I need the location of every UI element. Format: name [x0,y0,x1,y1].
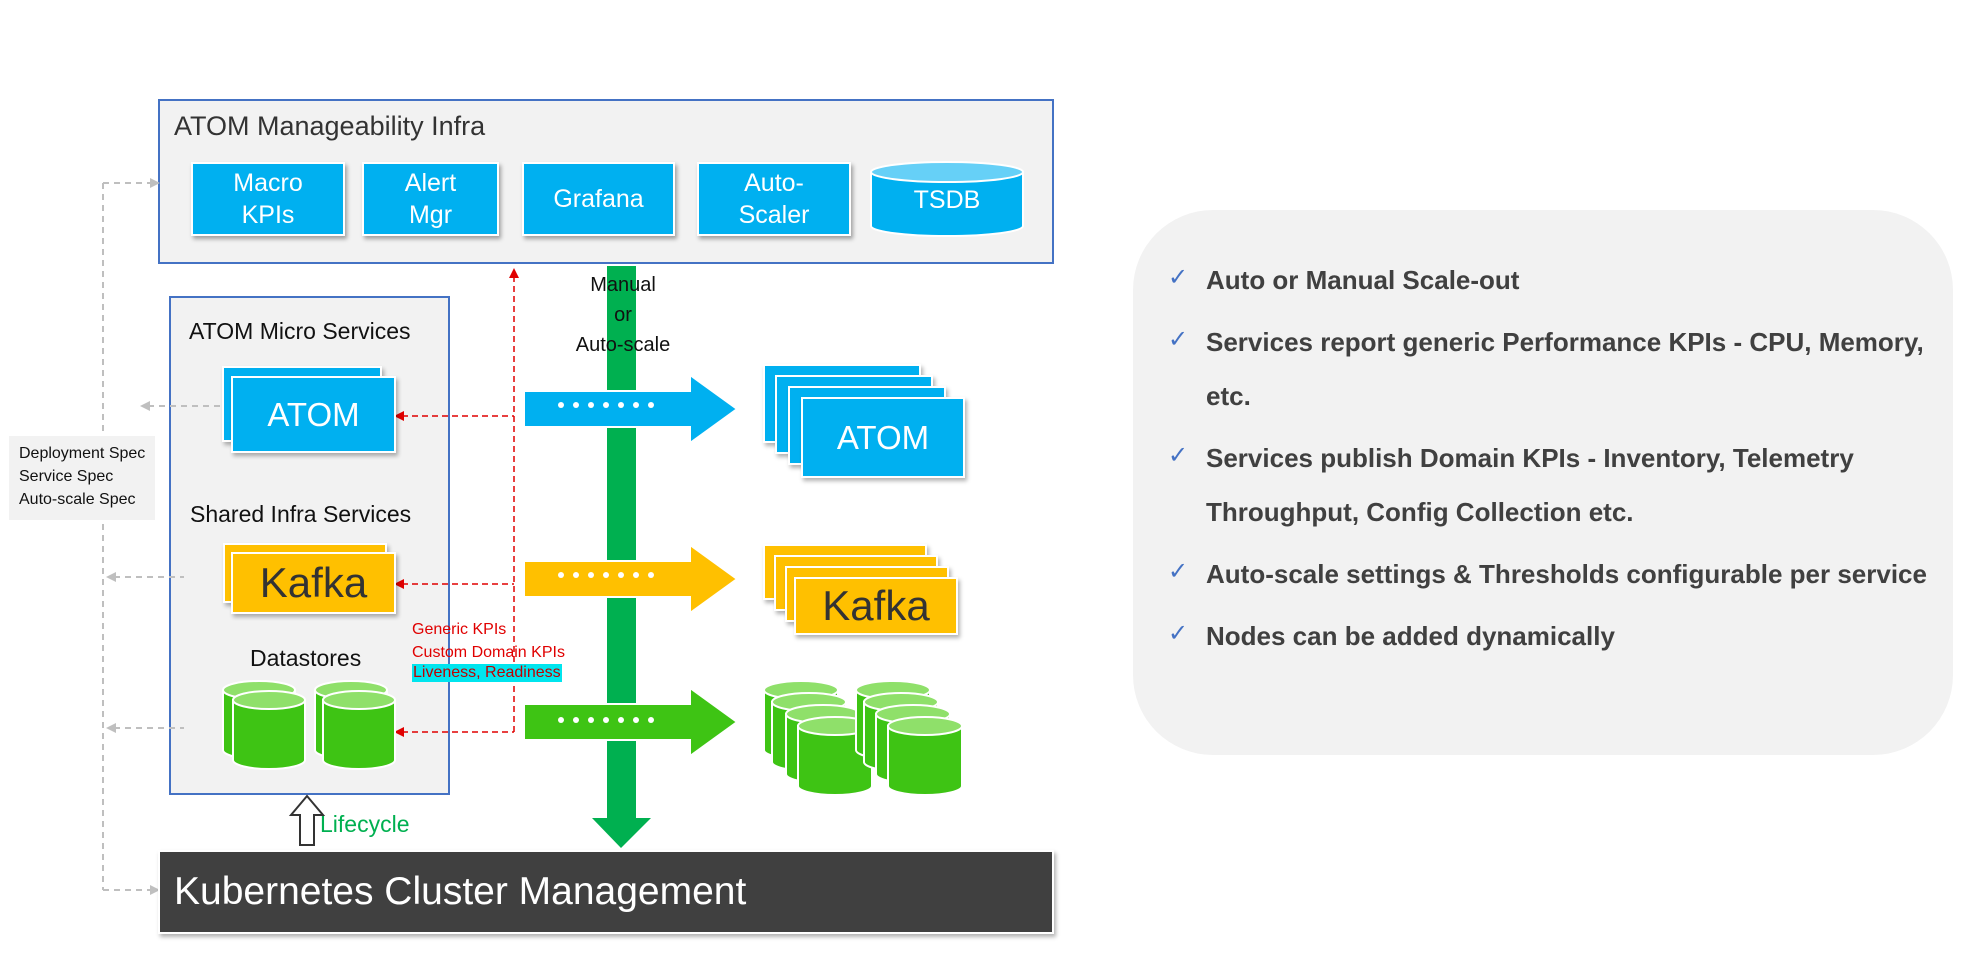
macro-kpis-label: Macro KPIs [233,168,303,230]
bullet-text: Services publish Domain KPIs - Inventory… [1206,443,1854,527]
kubernetes-cluster-bar: Kubernetes Cluster Management [158,850,1054,934]
kubernetes-title: Kubernetes Cluster Management [174,870,747,913]
summary-panel [1133,210,1953,755]
summary-bullet-list: ✓ Auto or Manual Scale-out ✓ Services re… [1168,253,1928,671]
lifecycle-hollow-up-arrow-icon [288,794,326,846]
datastores-title: Datastores [250,645,362,671]
grafana-box: Grafana [522,162,675,236]
list-item: ✓ Auto or Manual Scale-out [1168,253,1928,307]
check-icon: ✓ [1168,620,1189,647]
scale-mode-auto: Auto-scale [575,334,671,356]
deployment-spec-label: Deployment Spec [19,445,146,462]
list-item: ✓ Services publish Domain KPIs - Invento… [1168,431,1928,539]
arrow-dots [558,402,654,723]
spec-note: Deployment Spec Service Spec Auto-scale … [9,436,155,520]
kafka-card-front: Kafka [231,552,396,614]
service-spec-label: Service Spec [19,468,114,485]
liveness-readiness-label: Liveness, Readiness [412,664,562,682]
atom-card-front: ATOM [231,376,396,453]
lifecycle-label: Lifecycle [320,811,410,837]
atom-label: ATOM [267,395,360,433]
scaled-atom-card-front: ATOM [801,397,965,478]
auto-scaler-label: Auto- Scaler [738,168,810,230]
datastore-database-cylinder-icon [222,680,396,770]
generic-kpis-label: Generic KPIs [412,621,507,638]
list-item: ✓ Nodes can be added dynamically [1168,609,1928,663]
shared-infra-title: Shared Infra Services [190,501,412,527]
micro-services-title: ATOM Micro Services [189,318,411,344]
alert-mgr-label: Alert Mgr [404,168,457,230]
list-item: ✓ Auto-scale settings & Thresholds confi… [1168,547,1928,601]
scaled-datastore-database-cylinder-icon [763,680,963,796]
bullet-text: Auto-scale settings & Thresholds configu… [1206,559,1927,589]
spec-connector-lines [102,182,222,891]
scale-mode-manual: Manual [590,274,656,296]
check-icon: ✓ [1168,326,1189,353]
grafana-label: Grafana [553,184,644,213]
scale-mode-label: Manual or Auto-scale [553,270,693,360]
macro-kpis-box: Macro KPIs [191,162,345,236]
check-icon: ✓ [1168,558,1189,585]
bullet-text: Auto or Manual Scale-out [1206,265,1520,295]
check-icon: ✓ [1168,442,1189,469]
scaled-kafka-label: Kafka [822,582,930,629]
bullet-text: Nodes can be added dynamically [1206,621,1615,651]
auto-scaler-box: Auto- Scaler [697,162,851,236]
scaled-atom-label: ATOM [836,418,930,456]
list-item: ✓ Services report generic Performance KP… [1168,315,1928,423]
green-chevron-arrow-icon [523,686,739,758]
scale-mode-or: or [614,304,632,326]
kpi-connector-lines [402,276,515,733]
alert-mgr-box: Alert Mgr [362,162,499,236]
scaled-kafka-card-front: Kafka [794,577,958,635]
bullet-text: Services report generic Performance KPIs… [1206,327,1924,411]
tsdb-database-cylinder-icon [870,161,1024,237]
check-icon: ✓ [1168,264,1189,291]
infra-title: ATOM Manageability Infra [174,111,486,141]
spec-connector-arrowheads [106,178,160,895]
custom-domain-kpis-label: Custom Domain KPIs [412,644,565,661]
kpi-connector-arrowheads [394,268,519,737]
tsdb-label: TSDB [913,186,981,214]
kafka-label: Kafka [259,559,368,606]
cyan-chevron-arrow-icon [523,373,739,445]
autoscale-spec-label: Auto-scale Spec [19,491,136,508]
gold-chevron-arrow-icon [523,543,739,615]
